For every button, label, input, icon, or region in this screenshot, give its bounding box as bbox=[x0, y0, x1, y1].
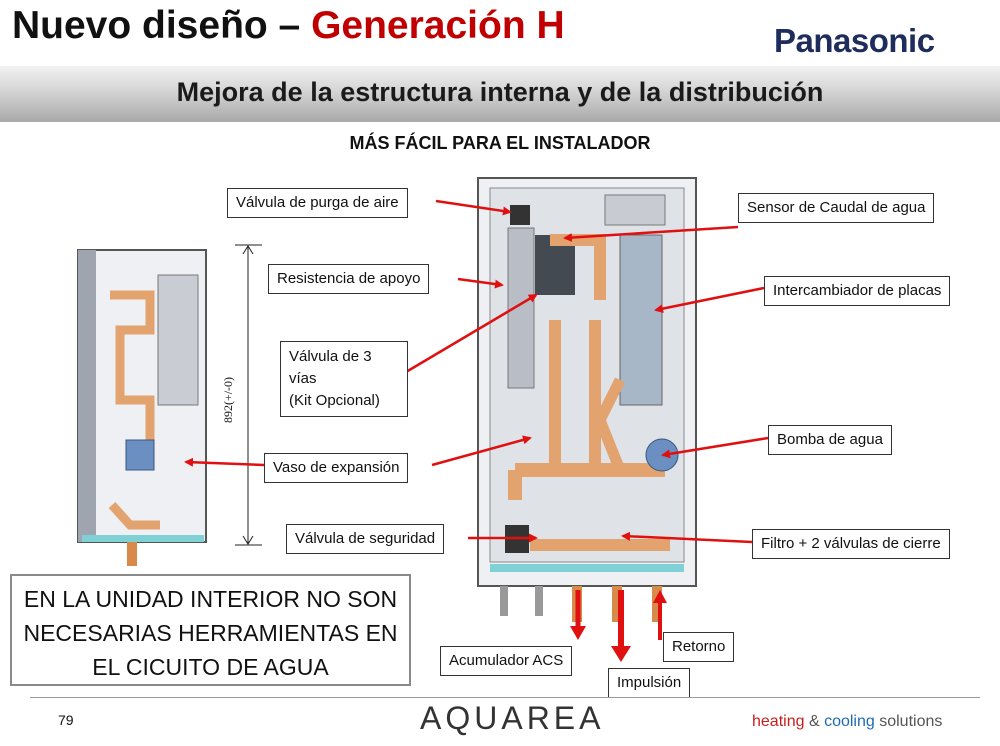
title-accent: Generación H bbox=[311, 4, 565, 47]
label-expansion-vessel: Vaso de expansión bbox=[264, 453, 409, 483]
subtitle: MÁS FÁCIL PARA EL INSTALADOR bbox=[349, 133, 651, 153]
banner-title: Mejora de la estructura interna y de la … bbox=[176, 77, 824, 107]
title-main: Nuevo diseño – bbox=[12, 4, 312, 47]
label-dhw-tank: Acumulador ACS bbox=[440, 646, 573, 676]
label-flow-sensor: Sensor de Caudal de agua bbox=[738, 193, 935, 223]
side-view-unit bbox=[77, 249, 207, 566]
flow-arrows bbox=[570, 590, 667, 662]
tagline: heating & cooling solutions bbox=[752, 713, 942, 731]
three-way-line1: Válvula de 3 vías bbox=[289, 348, 372, 387]
leader-arrows bbox=[184, 199, 769, 544]
front-view-unit bbox=[477, 177, 697, 622]
label-backup-heater: Resistencia de apoyo bbox=[268, 264, 430, 294]
tagline-amp: & bbox=[804, 713, 825, 730]
panasonic-logo: Panasonic bbox=[774, 22, 935, 59]
callout-line3: EL CICUITO DE AGUA bbox=[92, 654, 329, 680]
info-callout: EN LA UNIDAD INTERIOR NO SON NECESARIAS … bbox=[10, 574, 411, 686]
label-three-way-valve: Válvula de 3 vías (Kit Opcional) bbox=[280, 341, 408, 417]
callout-line1: EN LA UNIDAD INTERIOR NO SON bbox=[23, 586, 398, 612]
footer-divider bbox=[30, 697, 980, 698]
page-number: 79 bbox=[58, 712, 74, 728]
aquarea-logo: AQUAREA bbox=[420, 700, 605, 736]
label-filter-valves: Filtro + 2 válvulas de cierre bbox=[752, 529, 950, 559]
label-safety-valve: Válvula de seguridad bbox=[286, 524, 445, 554]
callout-line2: NECESARIAS HERRAMIENTAS EN bbox=[23, 620, 398, 646]
tagline-heating: heating bbox=[752, 713, 805, 730]
label-air-purge-valve: Válvula de purga de aire bbox=[227, 188, 408, 218]
label-water-pump: Bomba de agua bbox=[768, 425, 892, 455]
page-title: Nuevo diseño – Generación H bbox=[12, 4, 565, 48]
height-dimension: 892(+/-0) bbox=[221, 244, 262, 546]
tagline-solutions: solutions bbox=[874, 713, 943, 730]
three-way-line2: (Kit Opcional) bbox=[289, 392, 380, 409]
label-plate-heat-exchanger: Intercambiador de placas bbox=[764, 276, 951, 306]
label-return: Retorno bbox=[663, 632, 735, 662]
label-supply: Impulsión bbox=[608, 668, 691, 698]
tagline-cooling: cooling bbox=[824, 713, 875, 730]
dimension-value: 892(+/-0) bbox=[221, 377, 235, 423]
section-banner: Mejora de la estructura interna y de la … bbox=[0, 66, 1000, 122]
